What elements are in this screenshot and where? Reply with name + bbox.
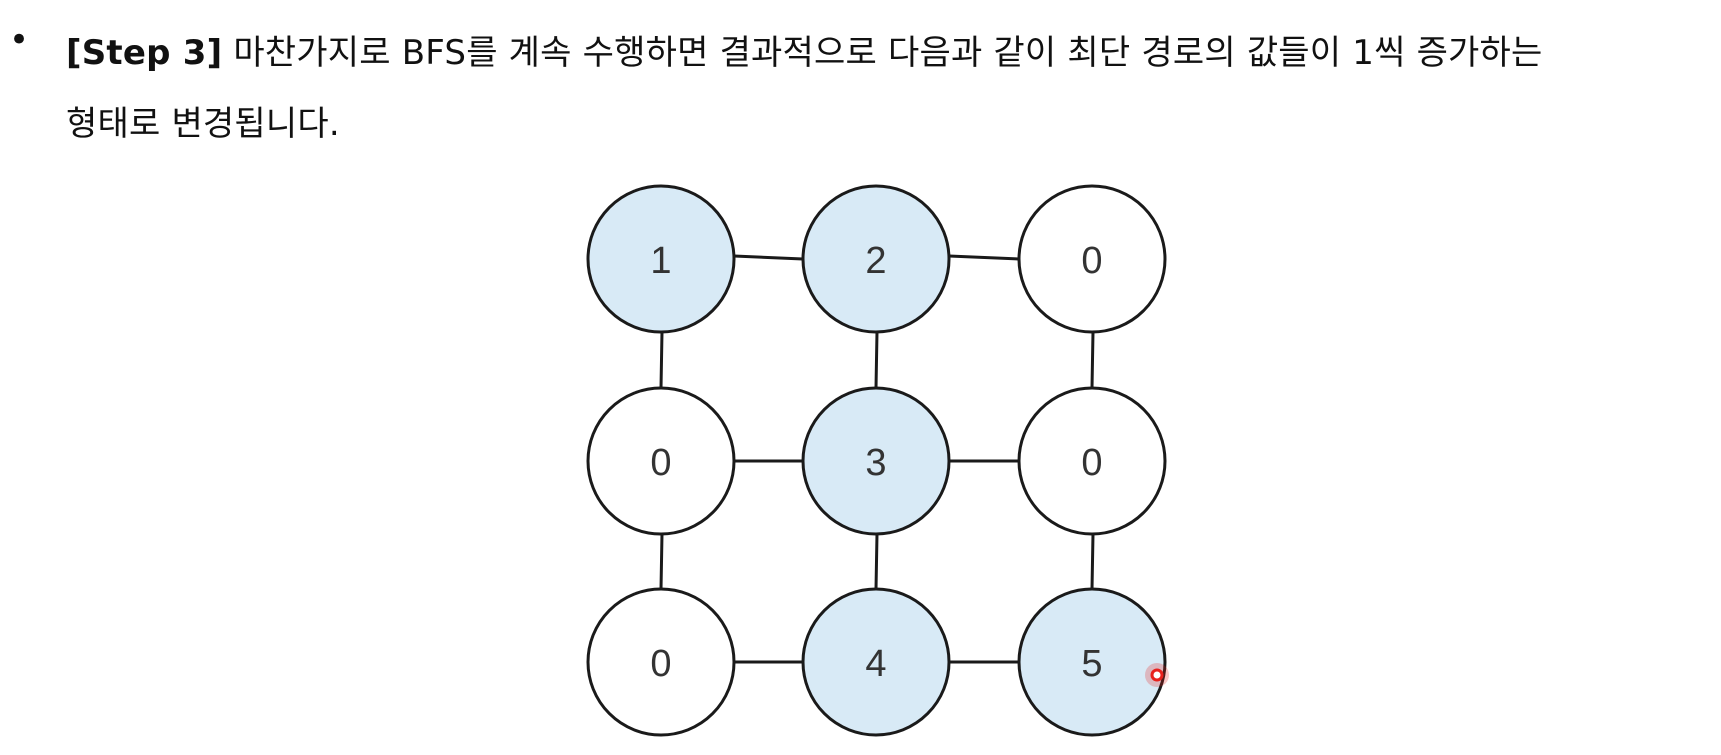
edge-h-r0-c0 xyxy=(732,254,805,261)
node-circle xyxy=(801,587,951,737)
node-circle xyxy=(586,184,736,334)
grid-node-r0-c2: 0 xyxy=(1017,184,1167,334)
paragraph-line-1-text: 마찬가지로 BFS를 계속 수행하면 결과적으로 다음과 같이 최단 경로의 값… xyxy=(222,33,1543,73)
description-paragraph: [Step 3] 마찬가지로 BFS를 계속 수행하면 결과적으로 다음과 같이… xyxy=(66,18,1706,160)
edge-v-c1-r0 xyxy=(874,330,879,390)
node-circle xyxy=(586,386,736,536)
grid-node-r0-c1: 2 xyxy=(801,184,951,334)
edge-v-c0-r1 xyxy=(659,532,664,591)
grid-node-r1-c0: 0 xyxy=(586,386,736,536)
node-circle xyxy=(801,386,951,536)
node-value-label: 5 xyxy=(1081,643,1102,685)
node-circle xyxy=(1017,386,1167,536)
description-paragraph-block: • [Step 3] 마찬가지로 BFS를 계속 수행하면 결과적으로 다음과 … xyxy=(0,0,1721,150)
node-value-label: 0 xyxy=(650,442,671,484)
edge-v-c2-r1 xyxy=(1090,532,1095,591)
paragraph-line-2: 형태로 변경됩니다. xyxy=(66,104,340,144)
grid-node-r1-c2: 0 xyxy=(1017,386,1167,536)
node-value-label: 3 xyxy=(865,442,886,484)
node-circle xyxy=(1017,184,1167,334)
node-circle xyxy=(586,587,736,737)
step-label: [Step 3] xyxy=(66,33,223,73)
node-value-label: 4 xyxy=(865,643,886,685)
edge-v-c1-r1 xyxy=(874,532,879,591)
grid-node-r2-c2: 5 xyxy=(1017,587,1167,737)
node-value-label: 0 xyxy=(650,643,671,685)
node-value-label: 0 xyxy=(1081,442,1102,484)
node-circle xyxy=(801,184,951,334)
grid-node-r0-c0: 1 xyxy=(586,184,736,334)
grid-node-r2-c1: 4 xyxy=(801,587,951,737)
edge-v-c2-r0 xyxy=(1090,330,1095,390)
cursor-indicator xyxy=(1145,663,1169,687)
grid-node-r2-c0: 0 xyxy=(586,587,736,737)
paragraph-line-1: [Step 3] 마찬가지로 BFS를 계속 수행하면 결과적으로 다음과 같이… xyxy=(66,18,1706,89)
grid-nodes: 1 2 0 0 3 0 0 4 5 xyxy=(586,184,1167,737)
node-circle xyxy=(1017,587,1167,737)
node-value-label: 2 xyxy=(865,240,886,282)
edge-h-r0-c1 xyxy=(947,254,1021,261)
bullet-dot: • xyxy=(9,20,30,60)
edge-v-c0-r0 xyxy=(659,330,664,390)
node-value-label: 0 xyxy=(1081,240,1102,282)
node-value-label: 1 xyxy=(650,240,671,282)
cursor-dot xyxy=(1150,668,1164,682)
grid-node-r1-c1: 3 xyxy=(801,386,951,536)
grid-edges xyxy=(659,254,1095,664)
